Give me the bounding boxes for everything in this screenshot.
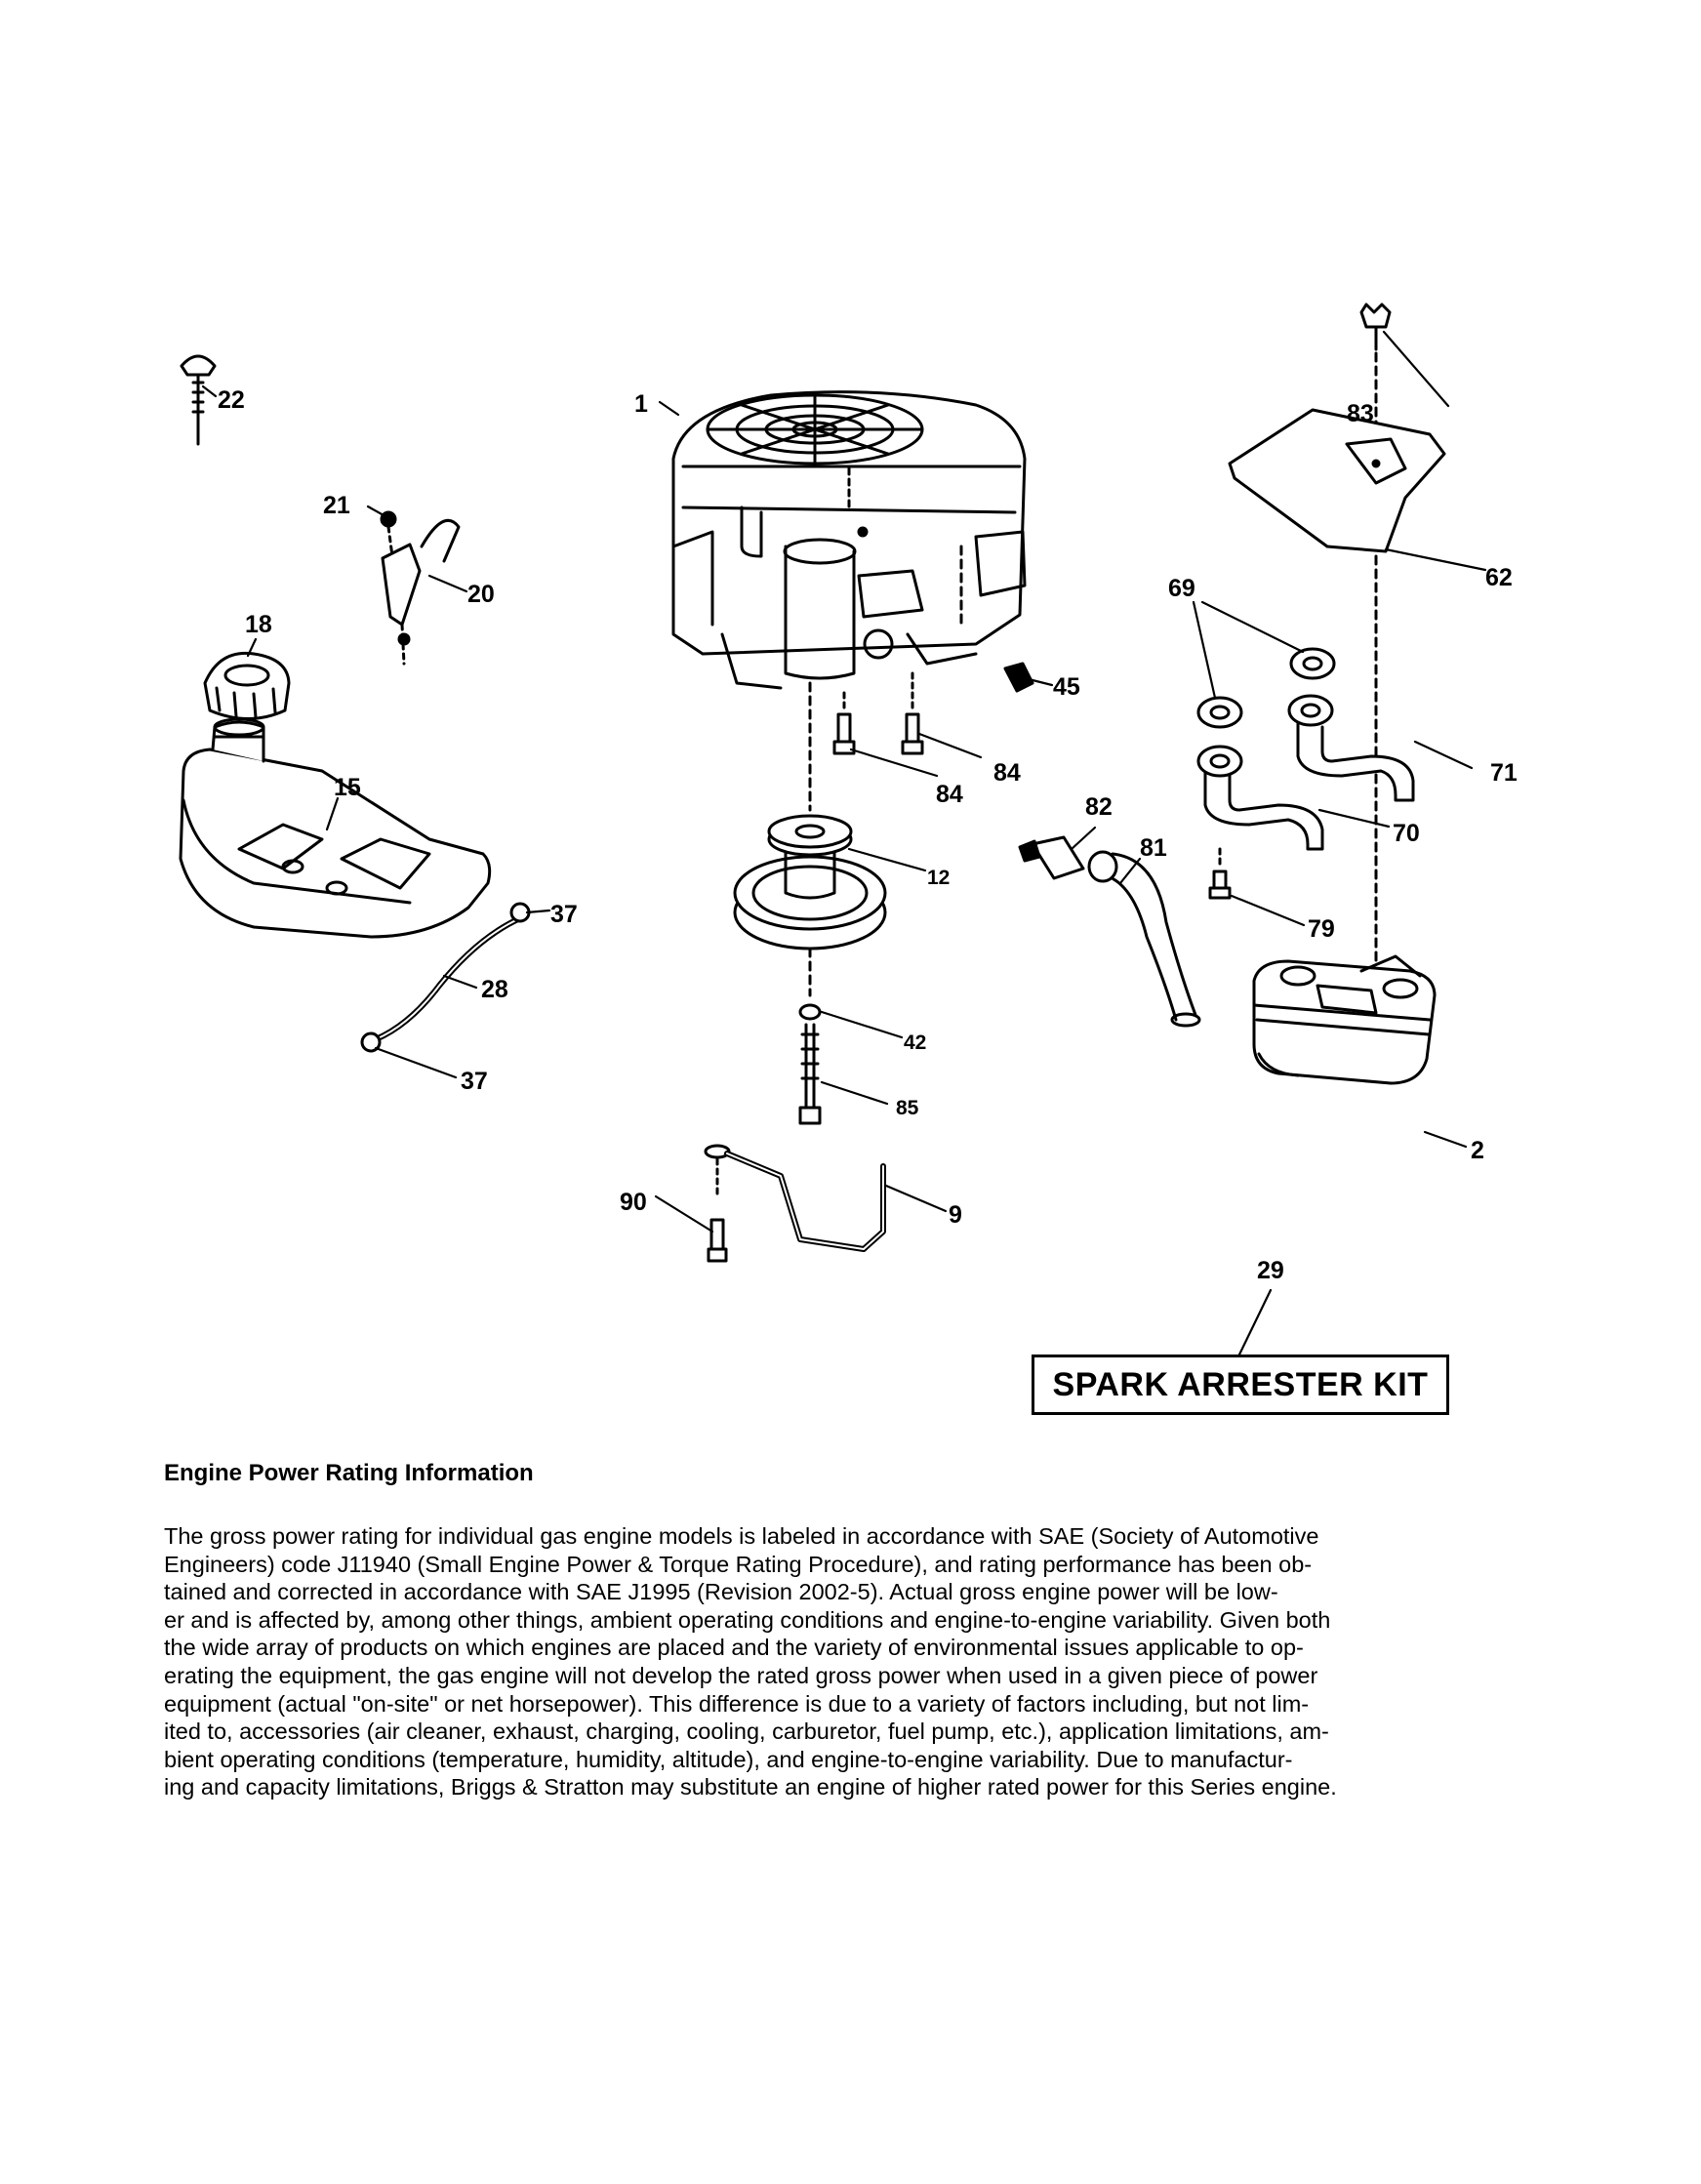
callout-22: 22 [218,386,245,414]
part-9-rod [704,1144,886,1263]
callout-85: 85 [896,1097,919,1119]
part-1-engine [671,390,1027,690]
leader-lines [201,330,1487,1356]
callout-81: 81 [1140,834,1167,862]
callout-83: 83 [1347,400,1374,427]
callout-15: 15 [334,774,361,801]
power-rating-paragraph: The gross power rating for individual ga… [164,1522,1548,1801]
callout-70: 70 [1393,820,1420,847]
callout-28: 28 [481,976,508,1003]
part-2-muffler [1252,954,1437,1085]
part-15-fuel-tank [179,717,492,939]
callout-21: 21 [323,492,350,519]
paragraph-line: ited to, accessories (air cleaner, exhau… [164,1719,1329,1745]
callout-79: 79 [1308,915,1335,943]
callout-18: 18 [245,611,272,638]
part-22-pin [180,354,217,446]
part-45-fitting [1003,662,1034,693]
spark-arrester-kit-label: SPARK ARRESTER KIT [1032,1355,1449,1415]
paragraph-line: Engineers) code J11940 (Small Engine Pow… [164,1551,1313,1577]
part-84-bolts [832,671,924,755]
callout-71: 71 [1490,759,1518,787]
section-heading: Engine Power Rating Information [164,1460,534,1486]
callout-37-top: 37 [550,901,578,928]
paragraph-line: equipment (actual "on-site" or net horse… [164,1690,1310,1717]
paragraph-line: The gross power rating for individual ga… [164,1523,1319,1549]
callout-42: 42 [904,1031,926,1054]
callout-1: 1 [634,390,648,418]
callout-84-left: 84 [936,781,963,808]
callout-29: 29 [1257,1257,1284,1284]
callout-69: 69 [1168,575,1195,602]
callout-90: 90 [620,1189,647,1216]
part-70-71-pipes [1196,647,1415,900]
callout-82: 82 [1085,793,1113,821]
part-12-pulley [733,681,887,997]
paragraph-line: tained and corrected in accordance with … [164,1579,1278,1605]
callout-62: 62 [1485,564,1513,591]
callout-20: 20 [467,581,495,608]
callout-9: 9 [949,1201,962,1229]
part-85-bolt [798,1003,822,1125]
callout-45: 45 [1053,673,1080,701]
paragraph-line: erating the equipment, the gas engine wi… [164,1662,1318,1688]
callout-2: 2 [1471,1137,1484,1164]
paragraph-line: ing and capacity limitations, Briggs & S… [164,1774,1337,1800]
callout-12: 12 [927,867,950,889]
part-62-shield [1228,303,1446,968]
parts-diagram: 22 1 21 20 18 15 37 28 37 45 84 84 82 81… [179,303,1518,1356]
paragraph-line: bient operating conditions (temperature,… [164,1746,1293,1772]
paragraph-line: the wide array of products on which engi… [164,1635,1304,1661]
paragraph-line: er and is affected by, among other thing… [164,1606,1331,1633]
part-81-hose [1018,835,1201,1028]
callout-84-right: 84 [993,759,1021,787]
part-20-shutoff [380,510,461,666]
part-18-fuel-cap [203,651,291,720]
callout-37-bottom: 37 [461,1068,488,1095]
